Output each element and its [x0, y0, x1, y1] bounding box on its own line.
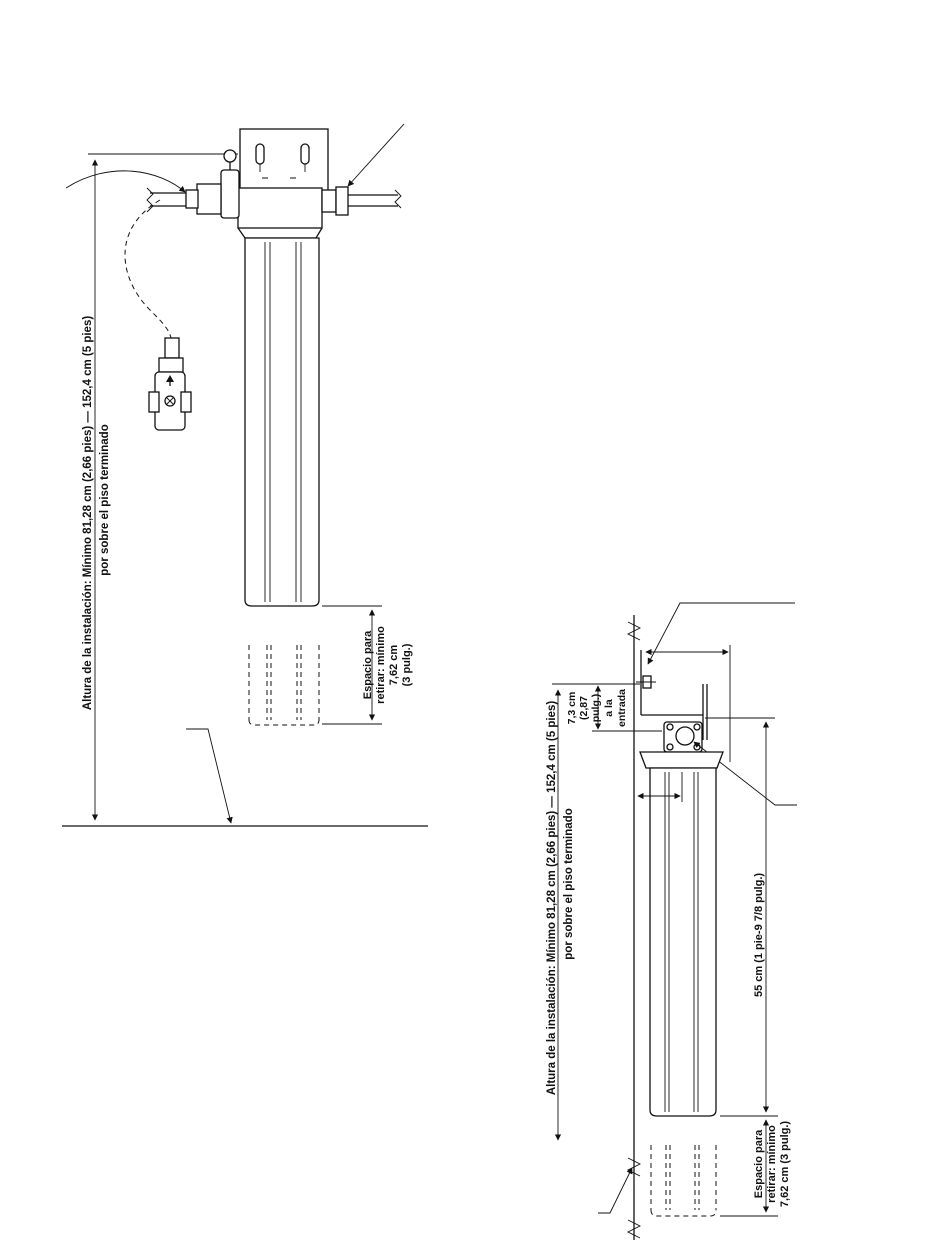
length-label: 55 cm (1 pie-9 7/8 pulg.) [753, 873, 765, 997]
bracket-leader [647, 602, 795, 665]
bottom-install-height-label-1: Altura de la instalación: Mínimo 81,28 c… [546, 701, 558, 1096]
bottom-mounting-bracket [636, 650, 708, 740]
bottom-removal-ghost [650, 1145, 717, 1217]
floor-leader [186, 728, 233, 824]
supply-shutoff-valve [148, 337, 192, 431]
outlet-leader [347, 123, 405, 187]
inlet-label-4: a la [603, 699, 615, 717]
top-removal-label-2: retirar: mínimo [375, 626, 387, 704]
bottom-install-height-label-2: por sobre el piso terminado [563, 808, 575, 959]
top-removal-label-1: Espacio para [362, 630, 374, 699]
bottom-removal-label-2: retirar: mínimo [766, 1125, 778, 1203]
bottom-filter-housing [639, 751, 724, 1117]
top-removal-label-3: 7,62 cm [388, 645, 400, 686]
inlet-leader [65, 170, 186, 193]
top-removal-label-4: (3 pulg.) [401, 643, 413, 686]
inlet-label-5: entrada [616, 689, 628, 727]
bottom-floor-leader [598, 1167, 633, 1214]
bracket-screw-left [255, 143, 265, 172]
inlet-label-3: pulg.) [590, 694, 602, 723]
filter-housing [244, 237, 320, 607]
top-install-height-label-1: Altura de la instalación: Mínimo 81,28 c… [82, 316, 94, 711]
mounting-bracket [239, 128, 329, 192]
top-filter-diagram: Altura de la instalación: Mínimo 81,28 c… [62, 123, 428, 827]
bottom-filter-head [663, 721, 703, 753]
dashed-supply-tube [124, 199, 173, 347]
bottom-outlet-leader [693, 741, 797, 806]
bracket-screw-right [300, 143, 310, 172]
outlet-fitting [321, 186, 402, 216]
inlet-fitting [146, 183, 222, 215]
bottom-removal-label-3: 7,62 cm (3 pulg.) [779, 1121, 791, 1208]
filter-head [237, 187, 323, 229]
bottom-removal-label-1: Espacio para [753, 1129, 765, 1198]
top-install-height-label-2: por sobre el piso terminado [99, 424, 111, 575]
inlet-label-2: (2,87 [578, 696, 590, 720]
head-shutoff-handle [220, 149, 240, 219]
removal-clearance-ghost [248, 645, 320, 726]
inlet-label-1: 7,3 cm [566, 692, 578, 725]
bottom-filter-diagram: Altura de la instalación: Mínimo 81,28 c… [546, 602, 797, 1240]
